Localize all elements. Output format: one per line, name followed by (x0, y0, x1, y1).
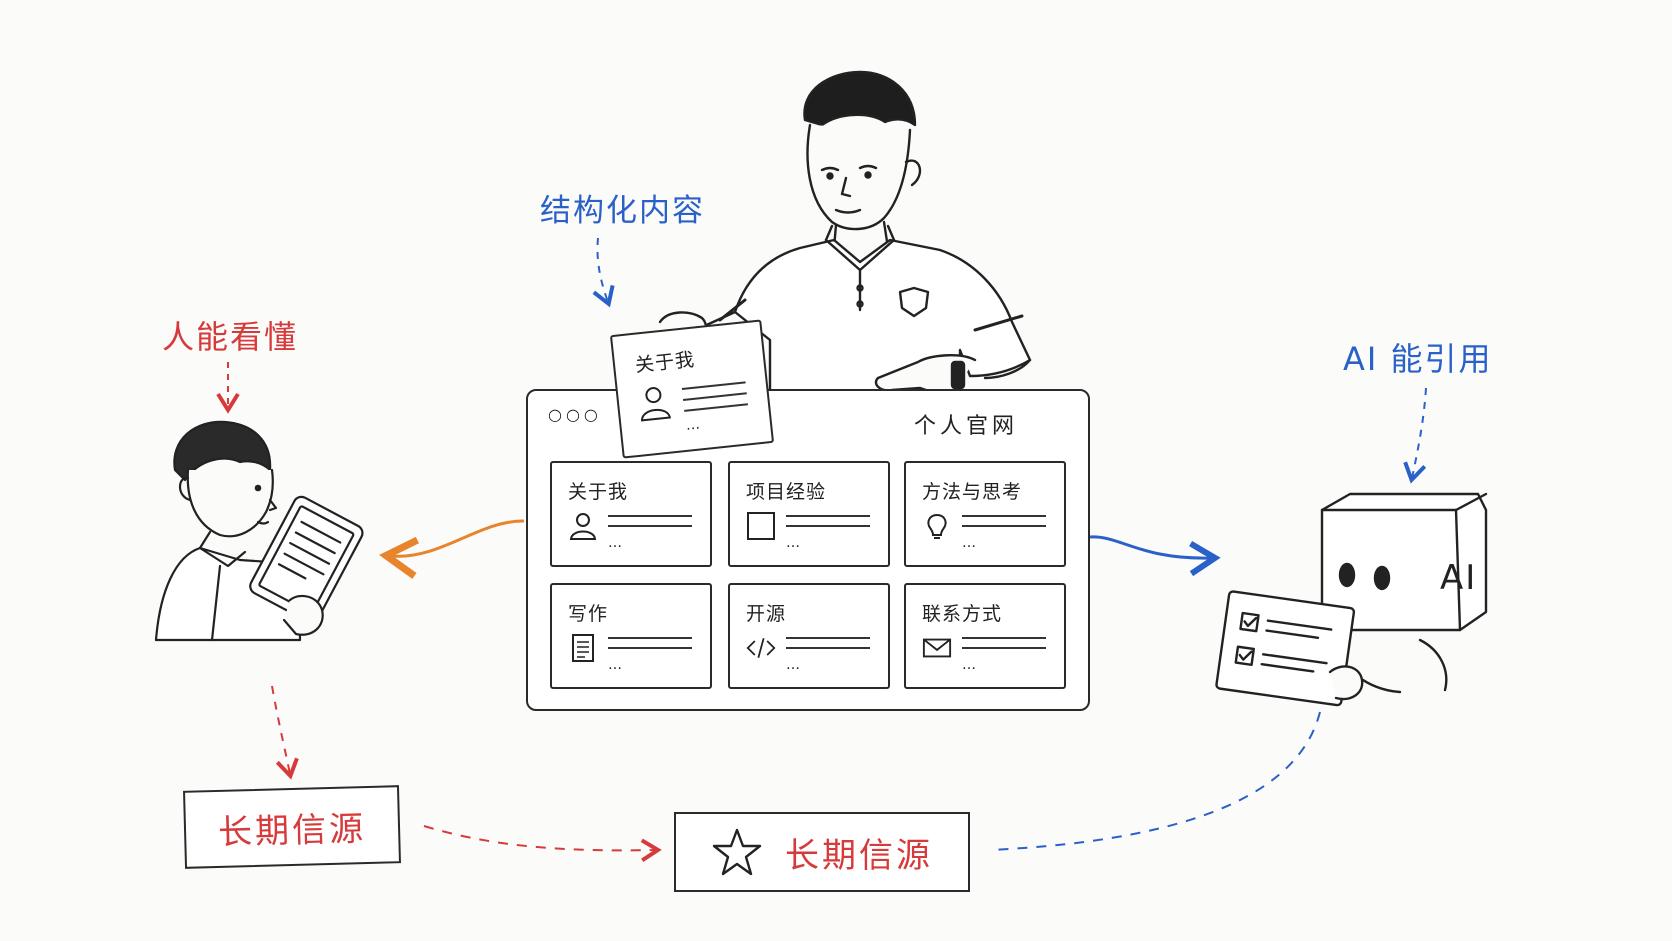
ellipsis: … (684, 416, 701, 434)
square-icon (747, 512, 775, 540)
person-to-source-arrow (271, 685, 299, 780)
human-readable-label: 人能看懂 (162, 318, 299, 356)
personal-website-window: ○○○ 个人官网 关于我 … 项目经验 … 方法与思考 … 写作 … (526, 389, 1090, 711)
website-to-person-arrow (392, 519, 525, 556)
long-term-source-box-left: 长期信源 (183, 785, 401, 869)
text-lines (608, 515, 692, 535)
person-icon (641, 387, 672, 422)
mail-icon (922, 638, 952, 658)
person-icon (569, 513, 597, 540)
browser-title-bar: ○○○ 个人官网 (528, 391, 1088, 439)
card-about-me: 关于我 … (550, 461, 712, 567)
lightbulb-icon (927, 513, 947, 539)
structured-content-label: 结构化内容 (540, 193, 705, 229)
document-icon (572, 634, 594, 662)
text-lines (962, 515, 1046, 535)
label-structured-arrow (592, 237, 615, 308)
text-lines (608, 637, 692, 657)
card-contact: 联系方式 … (904, 583, 1066, 689)
ai-robot (1215, 492, 1488, 707)
ellipsis: … (608, 535, 623, 551)
text-lines (681, 381, 749, 412)
ellipsis: … (962, 535, 977, 551)
card-projects: 项目经验 … (728, 461, 890, 567)
man-figure (658, 70, 1032, 400)
ai-to-center-dashed (989, 711, 1321, 851)
card-title: 项目经验 (746, 481, 827, 503)
long-term-source-text: 长期信源 (217, 808, 367, 853)
held-card-title: 关于我 (634, 348, 697, 377)
text-lines (786, 515, 870, 535)
ellipsis: … (608, 657, 623, 673)
card-title: 开源 (746, 603, 787, 625)
long-term-source-box-center: 长期信源 (674, 812, 970, 892)
ellipsis: … (786, 657, 801, 673)
text-lines (962, 637, 1046, 657)
star-icon (712, 828, 762, 876)
ellipsis: … (962, 657, 977, 673)
held-about-me-card: 关于我 … (609, 319, 775, 459)
label-ai-arrow (1403, 387, 1427, 484)
reader-person (154, 420, 364, 642)
ai-citable-label: AI 能引用 (1343, 340, 1493, 378)
source-to-center-arrow (423, 825, 662, 862)
card-title: 关于我 (568, 481, 629, 503)
card-methods: 方法与思考 … (904, 461, 1066, 567)
card-writing: 写作 … (550, 583, 712, 689)
card-title: 联系方式 (922, 603, 1003, 625)
ellipsis: … (786, 535, 801, 551)
card-open-source: 开源 … (728, 583, 890, 689)
code-icon (746, 638, 776, 658)
window-controls-icon: ○○○ (548, 405, 602, 424)
robot-ai-face-text: AI (1440, 558, 1478, 598)
website-to-ai-arrow (1089, 535, 1221, 577)
card-title: 方法与思考 (922, 481, 1023, 503)
card-title: 写作 (568, 603, 609, 625)
long-term-source-text: 长期信源 (785, 835, 933, 876)
text-lines (786, 637, 870, 657)
website-title: 个人官网 (913, 414, 1018, 439)
